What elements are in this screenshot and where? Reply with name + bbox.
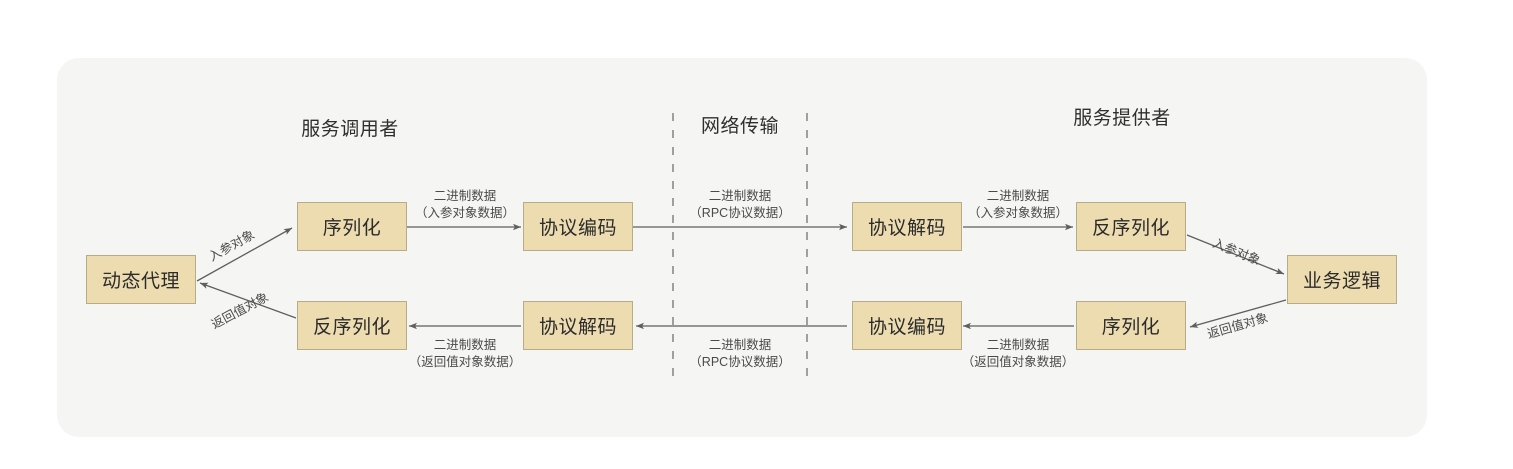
edge-label-line-1: 二进制数据 — [433, 189, 497, 203]
section-title-network: 网络传输 — [700, 116, 780, 137]
edge-label-line-2: （返回值对象数据） — [408, 355, 522, 369]
node-deserialize-provider[interactable]: 反序列化 — [1076, 202, 1186, 251]
edge-label-line-1: 二进制数据 — [986, 338, 1050, 352]
edge-label-network-request: 二进制数据 （RPC协议数据） — [689, 188, 790, 222]
node-dynamic-proxy[interactable]: 动态代理 — [86, 255, 196, 304]
edge-label-response-binary: 二进制数据 （返回值对象数据） — [962, 337, 1075, 371]
edge-label-response-decoded: 二进制数据 （返回值对象数据） — [409, 337, 522, 371]
node-serialize-caller[interactable]: 序列化 — [297, 202, 407, 251]
edge-label-request-binary: 二进制数据 （入参对象数据） — [415, 188, 515, 222]
section-title-provider: 服务提供者 — [1073, 108, 1171, 129]
node-protocol-encode-caller[interactable]: 协议编码 — [523, 202, 633, 251]
node-serialize-provider[interactable]: 序列化 — [1076, 301, 1186, 350]
edge-label-line-2: （入参对象数据） — [967, 206, 1069, 220]
section-title-caller: 服务调用者 — [301, 119, 399, 140]
edge-label-line-1: 二进制数据 — [433, 338, 497, 352]
node-business-logic[interactable]: 业务逻辑 — [1287, 255, 1397, 304]
edge-label-network-response: 二进制数据 （RPC协议数据） — [689, 337, 790, 371]
node-protocol-encode-provider[interactable]: 协议编码 — [852, 301, 962, 350]
edge-label-line-2: （入参对象数据） — [414, 206, 516, 220]
edge-label-line-2: （RPC协议数据） — [689, 355, 791, 369]
edge-label-line-1: 二进制数据 — [708, 189, 772, 203]
edge-label-line-2: （RPC协议数据） — [689, 206, 791, 220]
node-protocol-decode-caller[interactable]: 协议解码 — [523, 301, 633, 350]
edge-label-request-decoded: 二进制数据 （入参对象数据） — [968, 188, 1068, 222]
node-protocol-decode-provider[interactable]: 协议解码 — [852, 202, 962, 251]
node-deserialize-caller[interactable]: 反序列化 — [297, 301, 407, 350]
edge-label-line-1: 二进制数据 — [708, 338, 772, 352]
edge-label-line-1: 二进制数据 — [986, 189, 1050, 203]
edge-label-line-2: （返回值对象数据） — [961, 355, 1075, 369]
